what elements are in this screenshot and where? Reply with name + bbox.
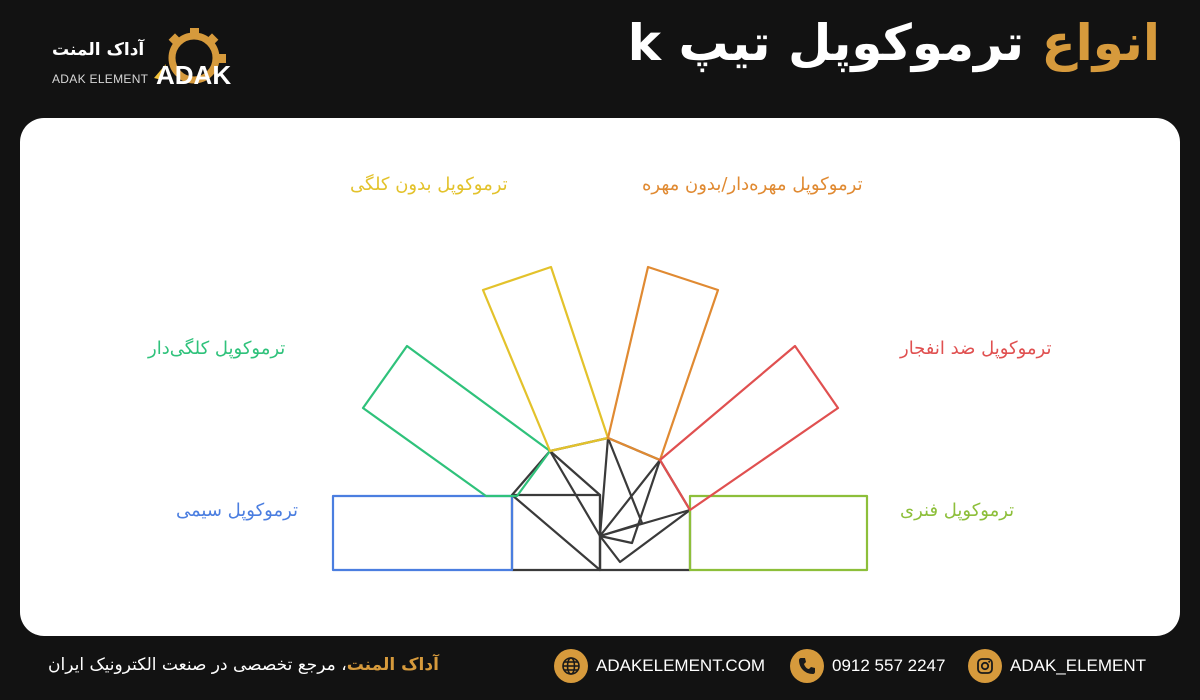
label-no-head: ترموکوپل بدون کلگی [350,174,508,195]
logo-english-name: ADAK ELEMENT [52,72,149,86]
footer-tagline: آداک المنت، مرجع تخصصی در صنعت الکترونیک… [48,655,439,675]
phone-contact[interactable]: 0912 557 2247 [790,649,945,683]
probe-explosion-proof [658,344,840,512]
instagram-contact[interactable]: ADAK_ELEMENT [968,649,1146,683]
footer-tagline-text: ، مرجع تخصصی در صنعت الکترونیک ایران [48,655,347,675]
instagram-icon [968,649,1002,683]
page-title: انواع ترموکوپل تیپ k [628,14,1160,72]
probe-wire [331,494,514,572]
title-rest: ترموکوپل تیپ k [627,14,1025,72]
diagram-panel: ترموکوپل بدون کلگی ترموکوپل مهره‌دار/بدو… [20,118,1180,636]
label-head: ترموکوپل کلگی‌دار [148,338,286,359]
label-spring: ترموکوپل فنری [900,500,1015,521]
globe-icon [554,649,588,683]
gear-logo-icon: ADAK [154,28,231,90]
footer-brand: آداک المنت [346,655,439,675]
phone-number[interactable]: 0912 557 2247 [832,656,946,675]
probe-spring [688,494,869,572]
title-accent: انواع [1041,14,1160,72]
brand-logo: آداک المنت ADAK ELEMENT ADAK [50,28,250,98]
logo-mark: ADAK [156,60,231,90]
instagram-handle[interactable]: ADAK_ELEMENT [1010,656,1147,675]
label-explosion-proof: ترموکوپل ضد انفجار [900,338,1052,359]
probe-head [361,344,552,498]
center-connector-head [510,449,602,572]
website-link[interactable]: ADAKELEMENT.COM [596,656,766,675]
footer: آداک المنت، مرجع تخصصی در صنعت الکترونیک… [0,645,1200,695]
center-connector-nohead [548,436,644,538]
phone-icon [790,649,824,683]
website-contact[interactable]: ADAKELEMENT.COM [554,649,765,683]
center-connector-explosion [598,458,692,564]
thermocouple-fan-diagram [331,265,869,572]
label-nut: ترموکوپل مهره‌دار/بدون مهره [642,174,863,195]
logo-persian-name: آداک المنت [52,40,145,60]
probe-no-head [481,265,610,453]
label-wire: ترموکوپل سیمی [176,500,299,521]
probe-nut [606,265,720,462]
